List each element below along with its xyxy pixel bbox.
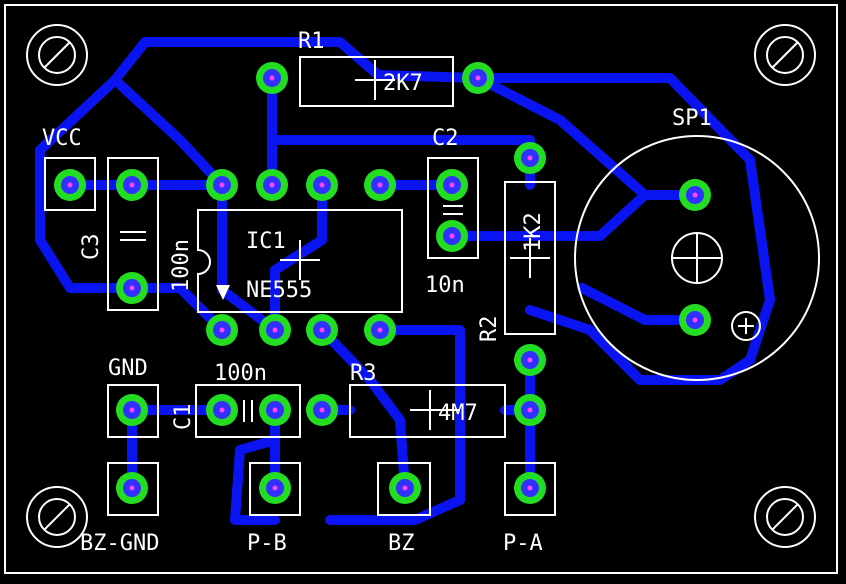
trace-left-loop <box>35 75 227 335</box>
c1-body <box>195 384 301 438</box>
c2-label: C2 <box>432 126 459 151</box>
pad <box>462 62 494 94</box>
gnd-label: GND <box>108 356 148 381</box>
trace-c2-sp1 <box>447 190 700 241</box>
bz-box <box>377 462 431 516</box>
trace-pin3-bz <box>317 325 410 493</box>
pad <box>116 169 148 201</box>
vcc-label: VCC <box>42 126 82 151</box>
ic1-body <box>197 209 403 313</box>
pad <box>116 472 148 504</box>
sp1-label: SP1 <box>672 106 712 131</box>
pad <box>54 169 86 201</box>
ic1-value: NE555 <box>246 278 312 303</box>
pad <box>206 314 238 346</box>
pad <box>306 169 338 201</box>
pad <box>116 394 148 426</box>
pad <box>514 344 546 376</box>
trace-sp1-out <box>577 283 700 325</box>
r1-label: R1 <box>298 29 325 54</box>
mounting-hole-icon <box>26 486 88 548</box>
pad <box>514 394 546 426</box>
labels: R1 2K7 C2 10n SP1 VCC C3 100n IC1 NE555 … <box>42 29 712 556</box>
copper-traces <box>35 37 775 525</box>
mounting-hole-icon <box>26 24 88 86</box>
pad <box>364 169 396 201</box>
bzgnd-box <box>107 462 159 516</box>
gnd-box <box>107 384 159 438</box>
pa-label: P-A <box>503 531 543 556</box>
r3-label: R3 <box>350 361 377 386</box>
pad <box>256 169 288 201</box>
sp1-body <box>574 135 820 381</box>
pad <box>259 394 291 426</box>
r3-body <box>349 384 506 438</box>
c1-label: C1 <box>171 404 196 431</box>
plus-circle-icon <box>731 311 761 341</box>
pb-box <box>249 462 301 516</box>
triangle-marker-icon <box>216 285 230 300</box>
pad <box>436 169 468 201</box>
c3-label: C3 <box>79 234 104 261</box>
pad <box>679 304 711 336</box>
mounting-hole-icon <box>754 486 816 548</box>
c2-body <box>427 157 479 259</box>
pads <box>54 62 711 504</box>
trace-pin2-pin6 <box>217 180 280 335</box>
pad <box>514 472 546 504</box>
r1-value: 2K7 <box>383 71 423 96</box>
trace-top-loop <box>110 37 775 385</box>
pad <box>206 394 238 426</box>
r1-body <box>299 56 454 107</box>
c2-value: 10n <box>425 273 465 298</box>
r3-value: 4M7 <box>438 401 478 426</box>
pad <box>514 142 546 174</box>
pad <box>436 220 468 252</box>
trace-r2-loop <box>525 305 725 385</box>
bz-label: BZ <box>388 531 415 556</box>
bzgnd-label: BZ-GND <box>80 531 159 556</box>
r2-body <box>504 181 556 335</box>
pad <box>306 314 338 346</box>
trace-output <box>325 325 465 525</box>
pad <box>679 179 711 211</box>
pad <box>306 394 338 426</box>
pb-label: P-B <box>247 531 287 556</box>
pad <box>256 62 288 94</box>
trace-r1-r2 <box>267 135 535 163</box>
pad <box>116 272 148 304</box>
pad <box>206 169 238 201</box>
pad <box>259 472 291 504</box>
pad <box>389 472 421 504</box>
trace-threshold <box>270 180 327 335</box>
c3-body <box>107 157 159 311</box>
c3-value: 100n <box>169 239 194 292</box>
trace-r1-speaker <box>473 73 650 200</box>
pad <box>259 314 291 346</box>
mounting-holes <box>26 24 816 548</box>
r2-label: R2 <box>477 316 502 343</box>
r2-value: 1K2 <box>521 212 546 252</box>
silkscreen <box>44 56 820 516</box>
board-outline <box>4 4 838 574</box>
vcc-box <box>44 157 96 211</box>
c1-value: 100n <box>214 361 267 386</box>
mounting-hole-icon <box>754 24 816 86</box>
pad <box>364 314 396 346</box>
trace-pb-loop <box>230 435 280 525</box>
pa-box <box>504 462 556 516</box>
ic1-label: IC1 <box>246 229 286 254</box>
